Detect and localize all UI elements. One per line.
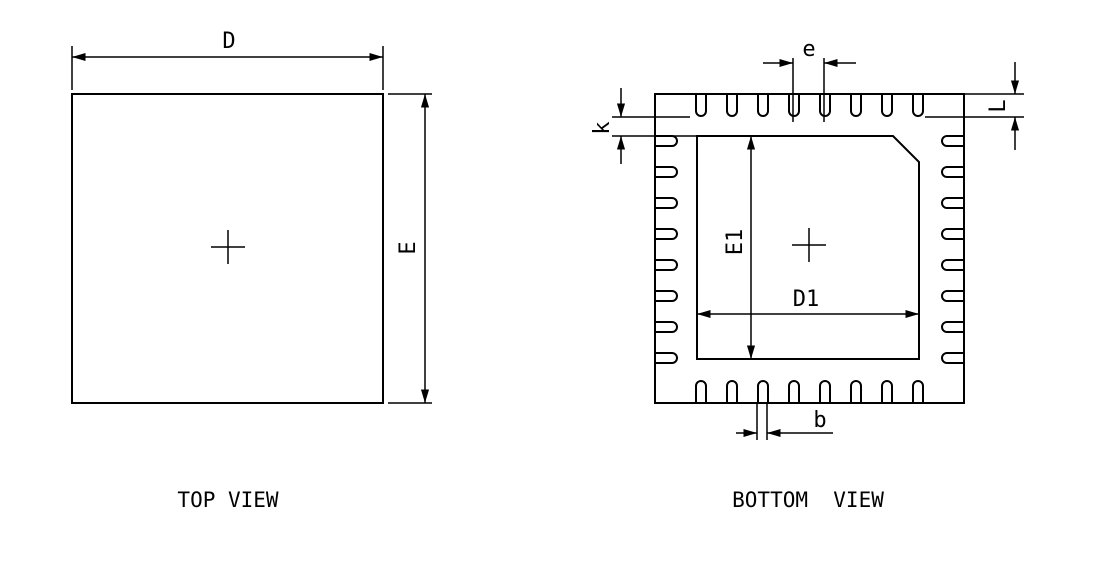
dimension-k: k [590,88,697,164]
dimension-d1-label: D1 [793,287,820,312]
lead-bottom [881,380,893,403]
center-cross-icon [211,230,245,264]
lead-right [941,290,964,302]
dimension-b-label: b [813,408,826,433]
lead-left [655,259,678,271]
dimension-e-label: E [396,241,421,254]
lead-bottom [757,380,769,403]
lead-bottom [850,380,862,403]
bottom-view-caption: BOTTOM VIEW [732,488,884,512]
bottom-view: e L k E1 D1 [590,37,1024,512]
top-view-caption: TOP VIEW [177,488,279,512]
lead-bottom [726,380,738,403]
dimension-b: b [736,404,833,440]
top-view: D E TOP VIEW [71,29,432,512]
lead-right [941,228,964,240]
lead-top [881,94,893,117]
dimension-l: L [925,62,1024,150]
lead-top [726,94,738,117]
dimension-d-label: D [222,29,235,54]
lead-right [941,166,964,178]
lead-top [757,94,769,117]
exposed-pad-outline [696,135,920,360]
lead-bottom [912,380,924,403]
dimension-d: D [71,29,384,90]
lead-top [912,94,924,117]
lead-bottom [819,380,831,403]
lead-top [695,94,707,117]
lead-top [819,94,831,117]
lead-right [941,321,964,333]
lead-left [655,166,678,178]
dimension-d1: D1 [697,287,919,319]
lead-right [941,197,964,209]
dimension-l-label: L [986,99,1011,112]
dimension-e1-label: E1 [723,229,748,256]
lead-right [941,352,964,364]
lead-left [655,321,678,333]
lead-left [655,352,678,364]
dimension-e-pitch: e [763,37,856,122]
lead-left [655,197,678,209]
center-cross-icon [792,228,826,262]
lead-bottom [695,380,707,403]
lead-left [655,228,678,240]
lead-bottom [788,380,800,403]
package-body-outline [71,93,384,404]
dimension-e1: E1 [723,136,756,359]
dimension-pitch-label: e [802,37,815,62]
lead-right [941,259,964,271]
lead-left [655,135,678,147]
dimension-k-label: k [590,121,615,134]
package-bottom-outline [654,93,965,404]
lead-top [850,94,862,117]
lead-left [655,290,678,302]
lead-top [788,94,800,117]
lead-right [941,135,964,147]
dimension-e: E [388,93,432,404]
